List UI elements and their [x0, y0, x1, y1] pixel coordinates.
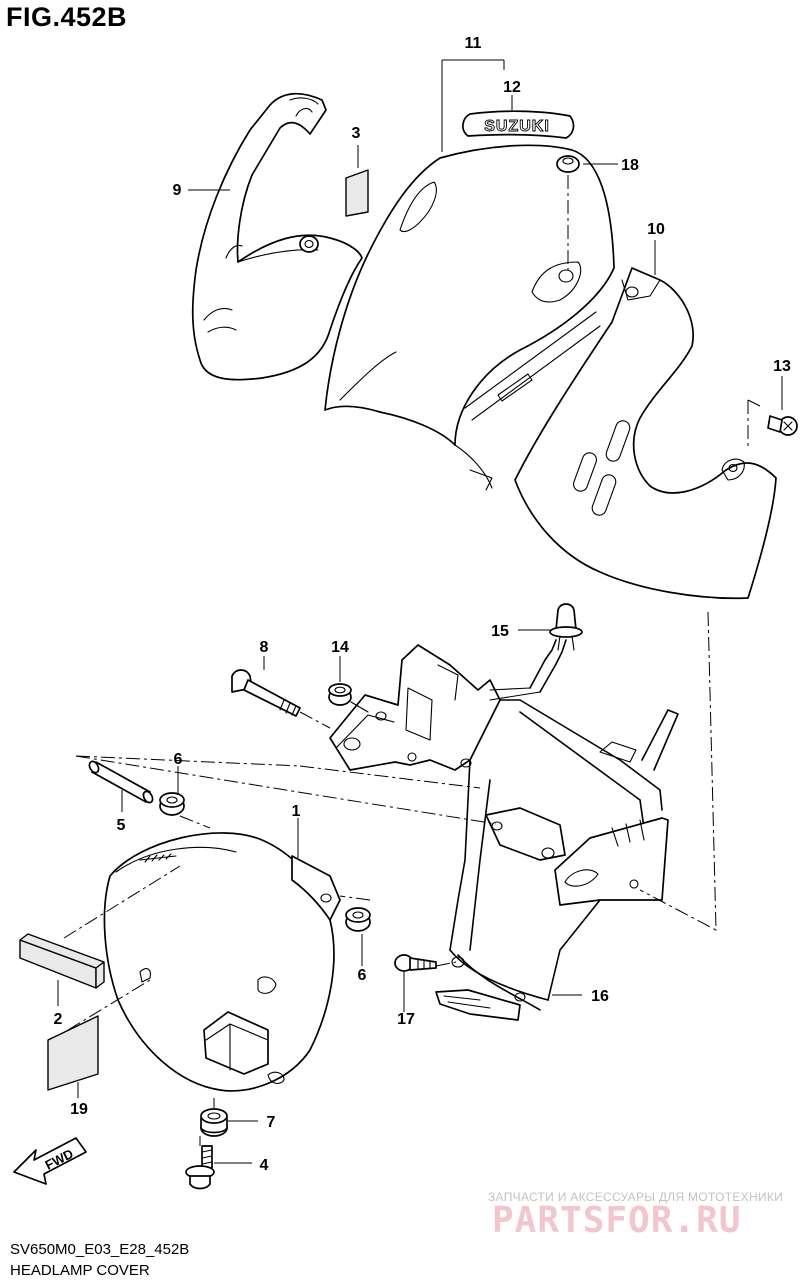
part-10-inner-cover[interactable] — [514, 267, 777, 600]
figure-name: HEADLAMP COVER — [10, 1262, 150, 1279]
part-19-label[interactable] — [47, 1015, 99, 1091]
watermark-logo: PARTSFOR.RU — [492, 1200, 742, 1241]
callout-8: 8 — [260, 639, 269, 656]
forward-direction-arrow: FWD — [13, 1137, 87, 1185]
callout-18: 18 — [621, 157, 639, 174]
part-18-nut[interactable] — [556, 155, 580, 270]
callout-17: 17 — [397, 1011, 415, 1028]
leader-lines — [57, 59, 783, 1164]
callout-3: 3 — [352, 125, 361, 142]
part-6-grommet-upper[interactable] — [159, 792, 185, 816]
callout-12: 12 — [503, 79, 521, 96]
callout-numbers: 11 12 3 9 18 10 13 15 8 14 6 5 1 6 2 19 … — [54, 35, 791, 1174]
part-1-headlamp-housing[interactable] — [103, 832, 341, 1092]
part-3-label[interactable] — [345, 169, 369, 217]
callout-9: 9 — [173, 182, 182, 199]
fwd-label: FWD — [43, 1146, 76, 1173]
figure-code: SV650M0_E03_E28_452B — [10, 1241, 190, 1258]
part-15-fastener[interactable] — [549, 603, 583, 651]
figure-title: FIG.452B — [6, 2, 128, 32]
part-16-bracket[interactable] — [329, 639, 679, 1021]
part-2-strip[interactable] — [19, 933, 105, 989]
callout-7: 7 — [267, 1114, 276, 1131]
callout-13: 13 — [773, 358, 791, 375]
callout-14: 14 — [331, 639, 349, 656]
part-7-grommet[interactable] — [200, 1108, 228, 1137]
part-6-grommet-lower[interactable] — [345, 907, 371, 932]
callout-6-lower: 6 — [358, 967, 367, 984]
callout-2: 2 — [54, 1011, 63, 1028]
callout-11: 11 — [465, 35, 482, 52]
callout-5: 5 — [117, 817, 126, 834]
part-11-headlamp-cover[interactable] — [324, 144, 615, 491]
part-4-bolt[interactable] — [185, 1145, 215, 1190]
callout-10: 10 — [647, 221, 665, 238]
part-14-grommet[interactable] — [328, 683, 369, 713]
callout-4: 4 — [260, 1157, 269, 1174]
callout-16: 16 — [591, 988, 609, 1005]
part-17-bolt[interactable] — [394, 954, 437, 972]
watermark-tagline: ЗАПЧАСТИ И АКСЕССУАРЫ ДЛЯ МОТОТЕХНИКИ — [488, 1190, 784, 1204]
part-12-suzuki-emblem[interactable]: SUZUKI — [462, 110, 575, 139]
callout-19: 19 — [70, 1101, 88, 1118]
callout-6-upper: 6 — [174, 751, 183, 768]
part-5-collar[interactable] — [88, 760, 155, 804]
part-13-screw[interactable] — [747, 399, 798, 450]
part-8-bolt[interactable] — [231, 669, 331, 729]
part-9-side-panel[interactable] — [191, 92, 363, 381]
emblem-text: SUZUKI — [484, 118, 550, 135]
callout-15: 15 — [491, 623, 509, 640]
callout-1: 1 — [292, 803, 301, 820]
